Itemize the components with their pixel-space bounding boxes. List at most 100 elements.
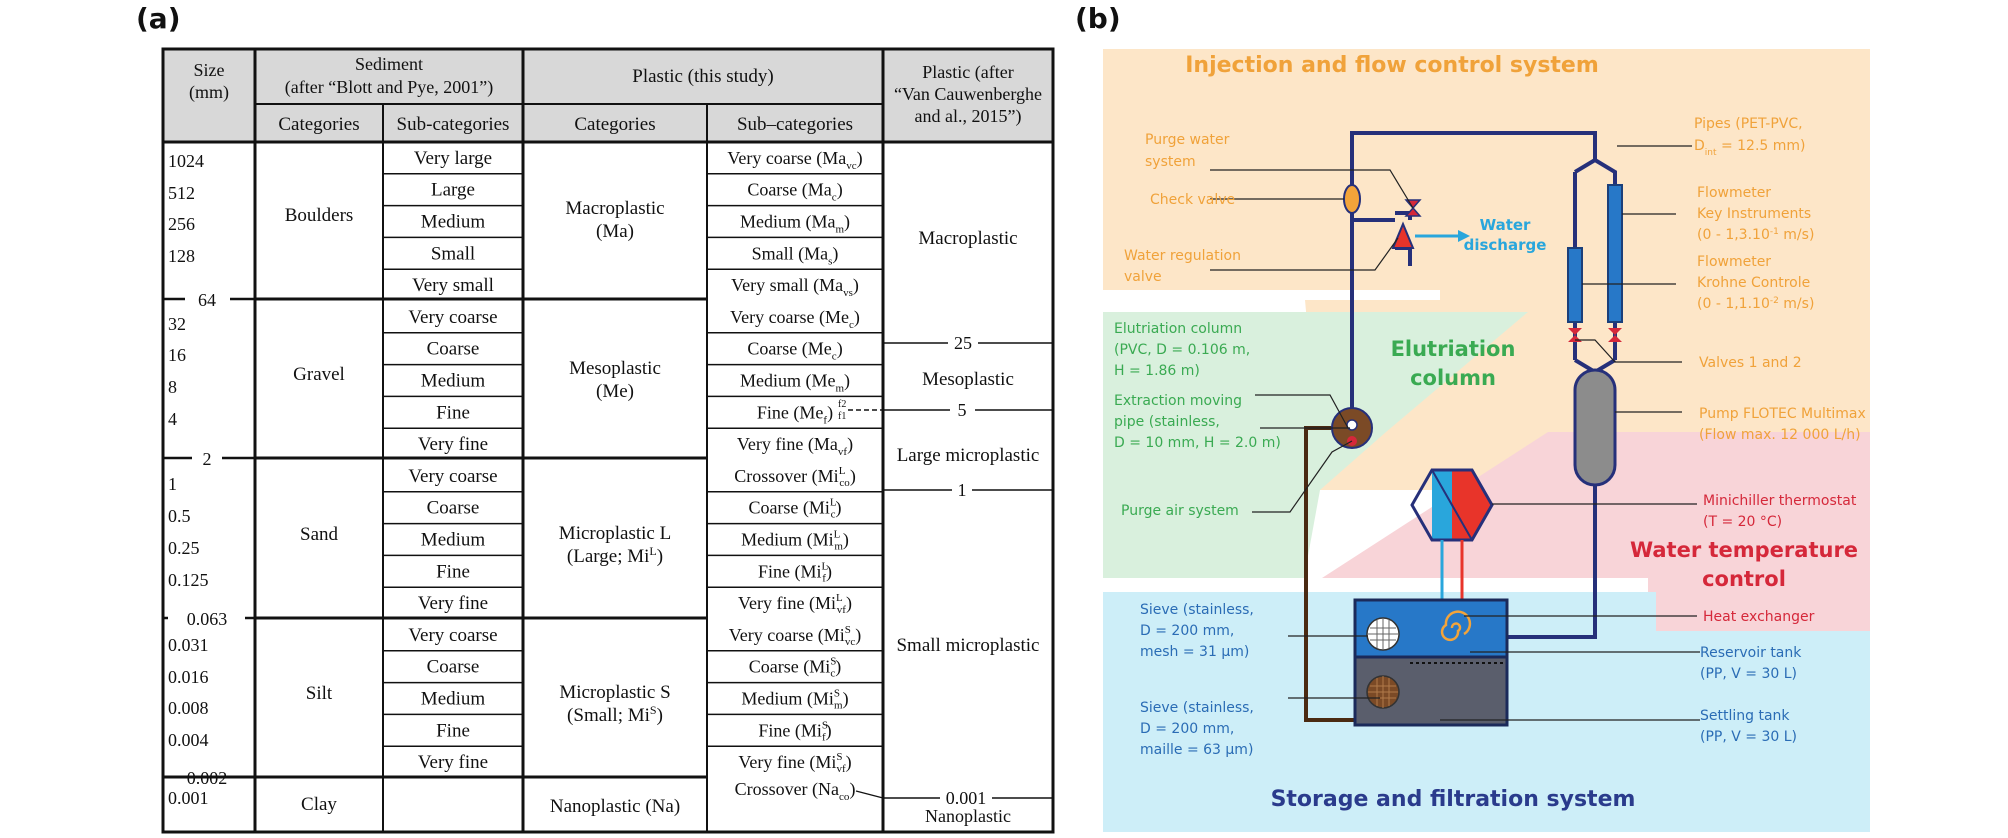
label-pump: Pump FLOTEC Multimax <box>1699 406 1866 422</box>
size-value: 0.031 <box>168 635 209 655</box>
header-sediment: Sediment <box>355 54 423 74</box>
water-discharge-label: Water <box>1480 216 1531 234</box>
vc-boundary-25: 25 <box>954 333 972 353</box>
sed-subcategory: Coarse <box>427 657 480 678</box>
vc-small-microplastic: Small microplastic <box>896 635 1039 656</box>
label-pipes: Pipes (PET-PVC, <box>1694 116 1803 132</box>
label-sieve-63: Sieve (stainless, <box>1140 700 1254 716</box>
size-value: 32 <box>168 314 186 334</box>
plastic-subcategory: Very fine (Mavf) <box>737 434 853 458</box>
sed-subcategory: Very fine <box>418 752 488 773</box>
label-purge-water: Purge water <box>1145 132 1230 148</box>
zone-title-storage: Storage and filtration system <box>1271 787 1636 812</box>
header-sediment-source: (after “Blott and Pye, 2001”) <box>285 77 493 98</box>
extraction-pipe <box>1304 426 1355 722</box>
header-plastic-after: Plastic (after <box>922 62 1013 83</box>
label-elutriation-column-3: H = 1.86 m) <box>1114 363 1200 379</box>
plastic-cat-micro-small-abbr: (Small; MiS) <box>567 703 663 726</box>
label-water-regulation: Water regulation <box>1124 248 1241 264</box>
header-size-unit: (mm) <box>189 82 229 103</box>
plastic-cat-nano: Nanoplastic (Na) <box>550 796 680 817</box>
size-value: 1024 <box>168 151 204 171</box>
label-elutriation-column: Elutriation column <box>1114 321 1242 337</box>
size-value: 512 <box>168 183 195 203</box>
vc-nanoplastic: Nanoplastic <box>925 806 1011 826</box>
plastic-cat-micro-large-abbr: (Large; MiL) <box>567 544 663 567</box>
valve-1-icon <box>1568 328 1582 342</box>
size-classification-table: Size (mm) Sediment (after “Blott and Pye… <box>161 47 1055 834</box>
boundary-64: 64 <box>198 290 216 310</box>
label-minichiller-2: (T = 20 °C) <box>1703 514 1782 530</box>
label-flowmeter-key-2: Key Instruments <box>1697 206 1811 222</box>
plastic-subcategory: Very coarse (Mec) <box>730 307 860 331</box>
size-value: 8 <box>168 377 177 397</box>
sed-subcategory: Coarse <box>427 498 480 519</box>
sieve-63um-icon <box>1366 675 1400 709</box>
size-value: 0.016 <box>168 667 209 687</box>
water-discharge-label-2: discharge <box>1464 236 1547 254</box>
label-heat-exchanger: Heat exchanger <box>1703 609 1815 625</box>
plastic-subcategory: Medium (Mem) <box>740 371 850 395</box>
label-flowmeter-key: Flowmeter <box>1697 185 1771 201</box>
vc-boundary-1: 1 <box>958 480 967 500</box>
header-categories-plastic: Categories <box>574 114 655 135</box>
zone-elutriation <box>1103 312 1528 578</box>
extraction-pipe-dot <box>1346 419 1358 431</box>
purge-air-dot <box>1347 436 1357 446</box>
sed-cat-gravel: Gravel <box>293 364 345 385</box>
label-flowmeter-krohne-3: (0 - 1,1.10-2 m/s) <box>1697 296 1814 312</box>
check-valve-icon <box>1343 184 1361 214</box>
plastic-cat-macro: Macroplastic <box>565 198 664 219</box>
plastic-subcategory: Small (Mas) <box>752 243 839 267</box>
boundary-0.063: 0.063 <box>187 609 228 629</box>
minichiller-icon <box>1410 468 1494 542</box>
pipe-network <box>1350 131 1617 639</box>
label-sieve-63-2: D = 200 mm, <box>1140 721 1234 737</box>
zone-title-elutriation: Elutriation <box>1391 337 1516 361</box>
zone-title-water-temp: Water temperature <box>1630 538 1858 562</box>
boundary-2: 2 <box>203 449 212 469</box>
zone-storage <box>1103 592 1870 832</box>
sed-subcategory: Medium <box>421 689 486 710</box>
boundary-0.002: 0.002 <box>187 768 228 788</box>
size-value: 0.008 <box>168 698 209 718</box>
vc-boundary-0.001: 0.001 <box>946 788 987 808</box>
label-extraction-pipe-3: D = 10 mm, H = 2.0 m) <box>1114 435 1281 451</box>
label-purge-air: Purge air system <box>1121 503 1239 519</box>
sed-subcategory: Very large <box>414 148 492 169</box>
vc-mesoplastic: Mesoplastic <box>922 369 1014 390</box>
reservoir-tank-icon <box>1353 598 1509 659</box>
label-sieve-31: Sieve (stainless, <box>1140 602 1254 618</box>
label-sieve-63-3: maille = 63 μm) <box>1140 742 1253 758</box>
sed-subcategory: Very small <box>412 275 494 296</box>
zone-title-injection: Injection and flow control system <box>1185 53 1599 78</box>
label-settling: Settling tank <box>1700 708 1790 724</box>
plastic-cat-macro-abbr: (Ma) <box>596 221 634 242</box>
label-valves: Valves 1 and 2 <box>1699 355 1802 371</box>
size-value: 256 <box>168 214 195 234</box>
vc-boundary-5: 5 <box>958 400 967 420</box>
header-subcategories-plastic: Sub–categories <box>737 114 853 135</box>
size-value: 0.25 <box>168 538 200 558</box>
size-value: 128 <box>168 246 195 266</box>
water-regulation-valve-icon <box>1391 221 1415 249</box>
vc-large-microplastic: Large microplastic <box>897 445 1040 466</box>
label-minichiller: Minichiller thermostat <box>1703 493 1857 509</box>
sed-subcategory: Large <box>431 180 475 201</box>
fine-mark-f2: f2 <box>838 399 846 410</box>
sed-subcategory: Medium <box>421 371 486 392</box>
label-elutriation-column-2: (PVC, D = 0.106 m, <box>1114 342 1250 358</box>
fine-mark-f1: f1 <box>838 411 846 422</box>
header-size: Size <box>194 60 225 80</box>
sed-subcategory: Medium <box>421 212 486 233</box>
heat-exchanger-icon <box>1440 610 1472 642</box>
zone-water-temperature <box>1322 432 1870 631</box>
plastic-cat-meso: Mesoplastic <box>569 358 661 379</box>
vc-macroplastic: Macroplastic <box>918 228 1017 249</box>
sed-subcategory: Very fine <box>418 434 488 455</box>
sed-subcategory: Small <box>431 243 475 264</box>
